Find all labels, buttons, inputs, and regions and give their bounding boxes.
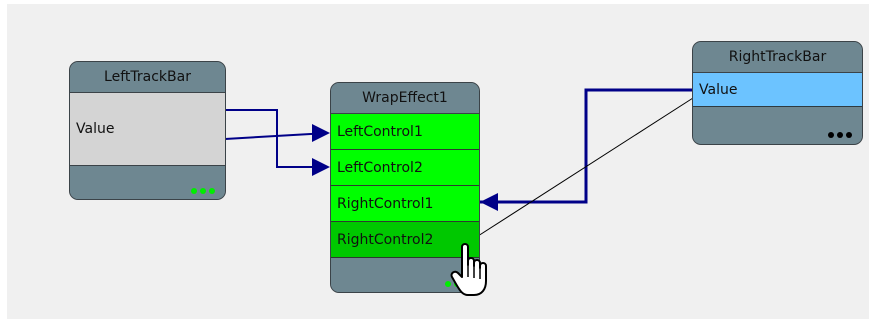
arrow-leftcontrol1 <box>312 124 330 142</box>
output-port-value[interactable]: Value <box>70 93 225 166</box>
arrow-rightcontrol1 <box>480 193 498 211</box>
dot <box>846 132 852 138</box>
node-footer <box>70 166 225 199</box>
dot <box>828 132 834 138</box>
dot <box>191 188 197 194</box>
node-left-track-bar[interactable]: LeftTrackBar Value <box>69 61 226 200</box>
dot <box>209 188 215 194</box>
node-title[interactable]: RightTrackBar <box>693 42 862 73</box>
drag-wire <box>477 97 694 237</box>
dot <box>837 132 843 138</box>
dot <box>445 281 451 287</box>
node-wrap-effect[interactable]: WrapEffect1 LeftControl1 LeftControl2 Ri… <box>330 82 480 293</box>
node-right-track-bar[interactable]: RightTrackBar Value <box>692 41 863 145</box>
node-title[interactable]: WrapEffect1 <box>331 83 479 114</box>
input-port-leftcontrol1[interactable]: LeftControl1 <box>331 114 479 150</box>
input-port-rightcontrol2[interactable]: RightControl2 <box>331 222 479 258</box>
dot <box>200 188 206 194</box>
input-port-rightcontrol1[interactable]: RightControl1 <box>331 186 479 222</box>
more-options-icon[interactable] <box>191 188 215 194</box>
port-label: Value <box>699 82 738 98</box>
node-title[interactable]: LeftTrackBar <box>70 62 225 93</box>
hand-pointer-icon <box>450 243 487 296</box>
port-label: LeftControl1 <box>337 124 423 140</box>
wire-righttrackbar-to-rightcontrol1[interactable] <box>480 88 693 204</box>
port-label: Value <box>76 121 115 137</box>
port-label: RightControl1 <box>337 196 434 212</box>
port-label: LeftControl2 <box>337 160 423 176</box>
port-label: RightControl2 <box>337 232 434 248</box>
more-options-icon[interactable] <box>828 132 852 138</box>
arrow-leftcontrol2 <box>312 158 330 176</box>
wire-lefttrackbar-to-leftcontrol2[interactable] <box>225 109 328 168</box>
input-port-leftcontrol2[interactable]: LeftControl2 <box>331 150 479 186</box>
output-port-value[interactable]: Value <box>693 73 862 107</box>
node-footer <box>693 107 862 143</box>
